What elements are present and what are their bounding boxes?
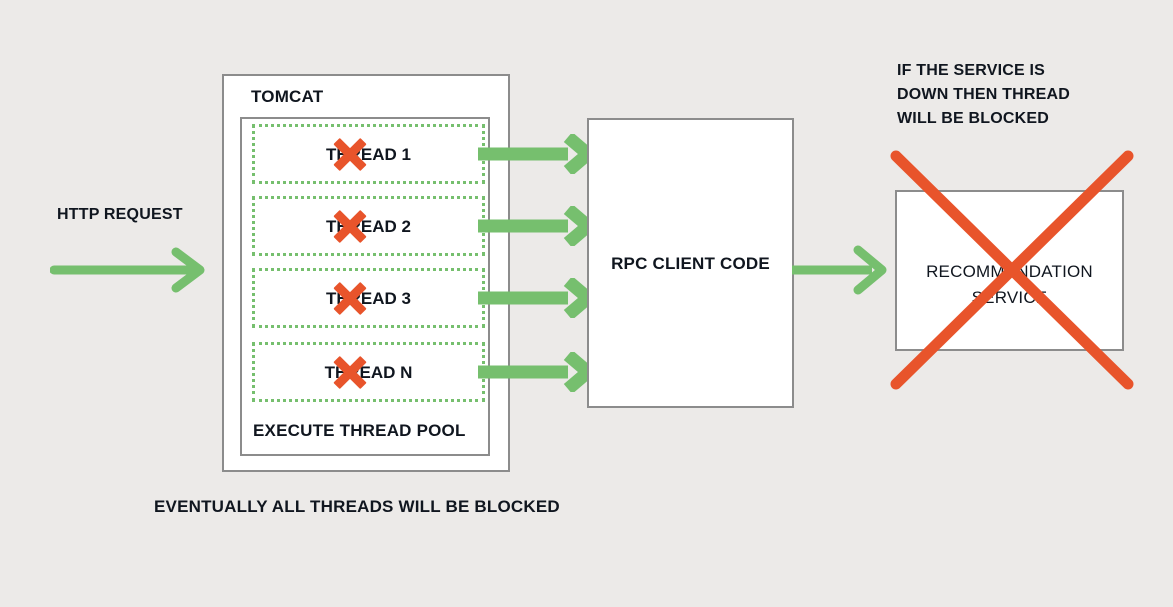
thread-to-rpc-arrow-icon <box>478 206 593 246</box>
rpc-to-service-arrow-icon <box>792 245 887 295</box>
thread-to-rpc-arrow-icon <box>478 134 593 174</box>
rpc-client-code-container <box>587 118 794 408</box>
recommendation-service-title: RECOMMANDATION SERVICE <box>895 259 1124 311</box>
thread-to-rpc-arrow-icon <box>478 352 593 392</box>
bottom-caption: EVENTUALLY ALL THREADS WILL BE BLOCKED <box>154 497 560 516</box>
tomcat-title: TOMCAT <box>251 87 324 106</box>
service-down-caption-line-1: IF THE SERVICE IS <box>897 62 1046 79</box>
blocked-x-icon <box>331 279 369 317</box>
http-request-label: HTTP REQUEST <box>57 206 183 223</box>
rpc-client-code-title: RPC CLIENT CODE <box>611 254 770 273</box>
execute-thread-pool-title: EXECUTE THREAD POOL <box>253 421 466 440</box>
blocked-x-icon <box>331 353 369 391</box>
service-down-caption: IF THE SERVICE IS DOWN THEN THREAD WILL BE… <box>897 59 1070 131</box>
service-down-caption-line-2: DOWN THEN THREAD <box>897 86 1070 103</box>
service-title-line-2: SERVICE <box>971 288 1048 307</box>
service-down-caption-line-3: WILL BE BLOCKED <box>897 110 1050 127</box>
thread-to-rpc-arrow-icon <box>478 278 593 318</box>
blocked-x-icon <box>331 207 369 245</box>
blocked-x-icon <box>331 135 369 173</box>
http-request-arrow-icon <box>50 247 205 293</box>
service-title-line-1: RECOMMANDATION <box>926 262 1093 281</box>
